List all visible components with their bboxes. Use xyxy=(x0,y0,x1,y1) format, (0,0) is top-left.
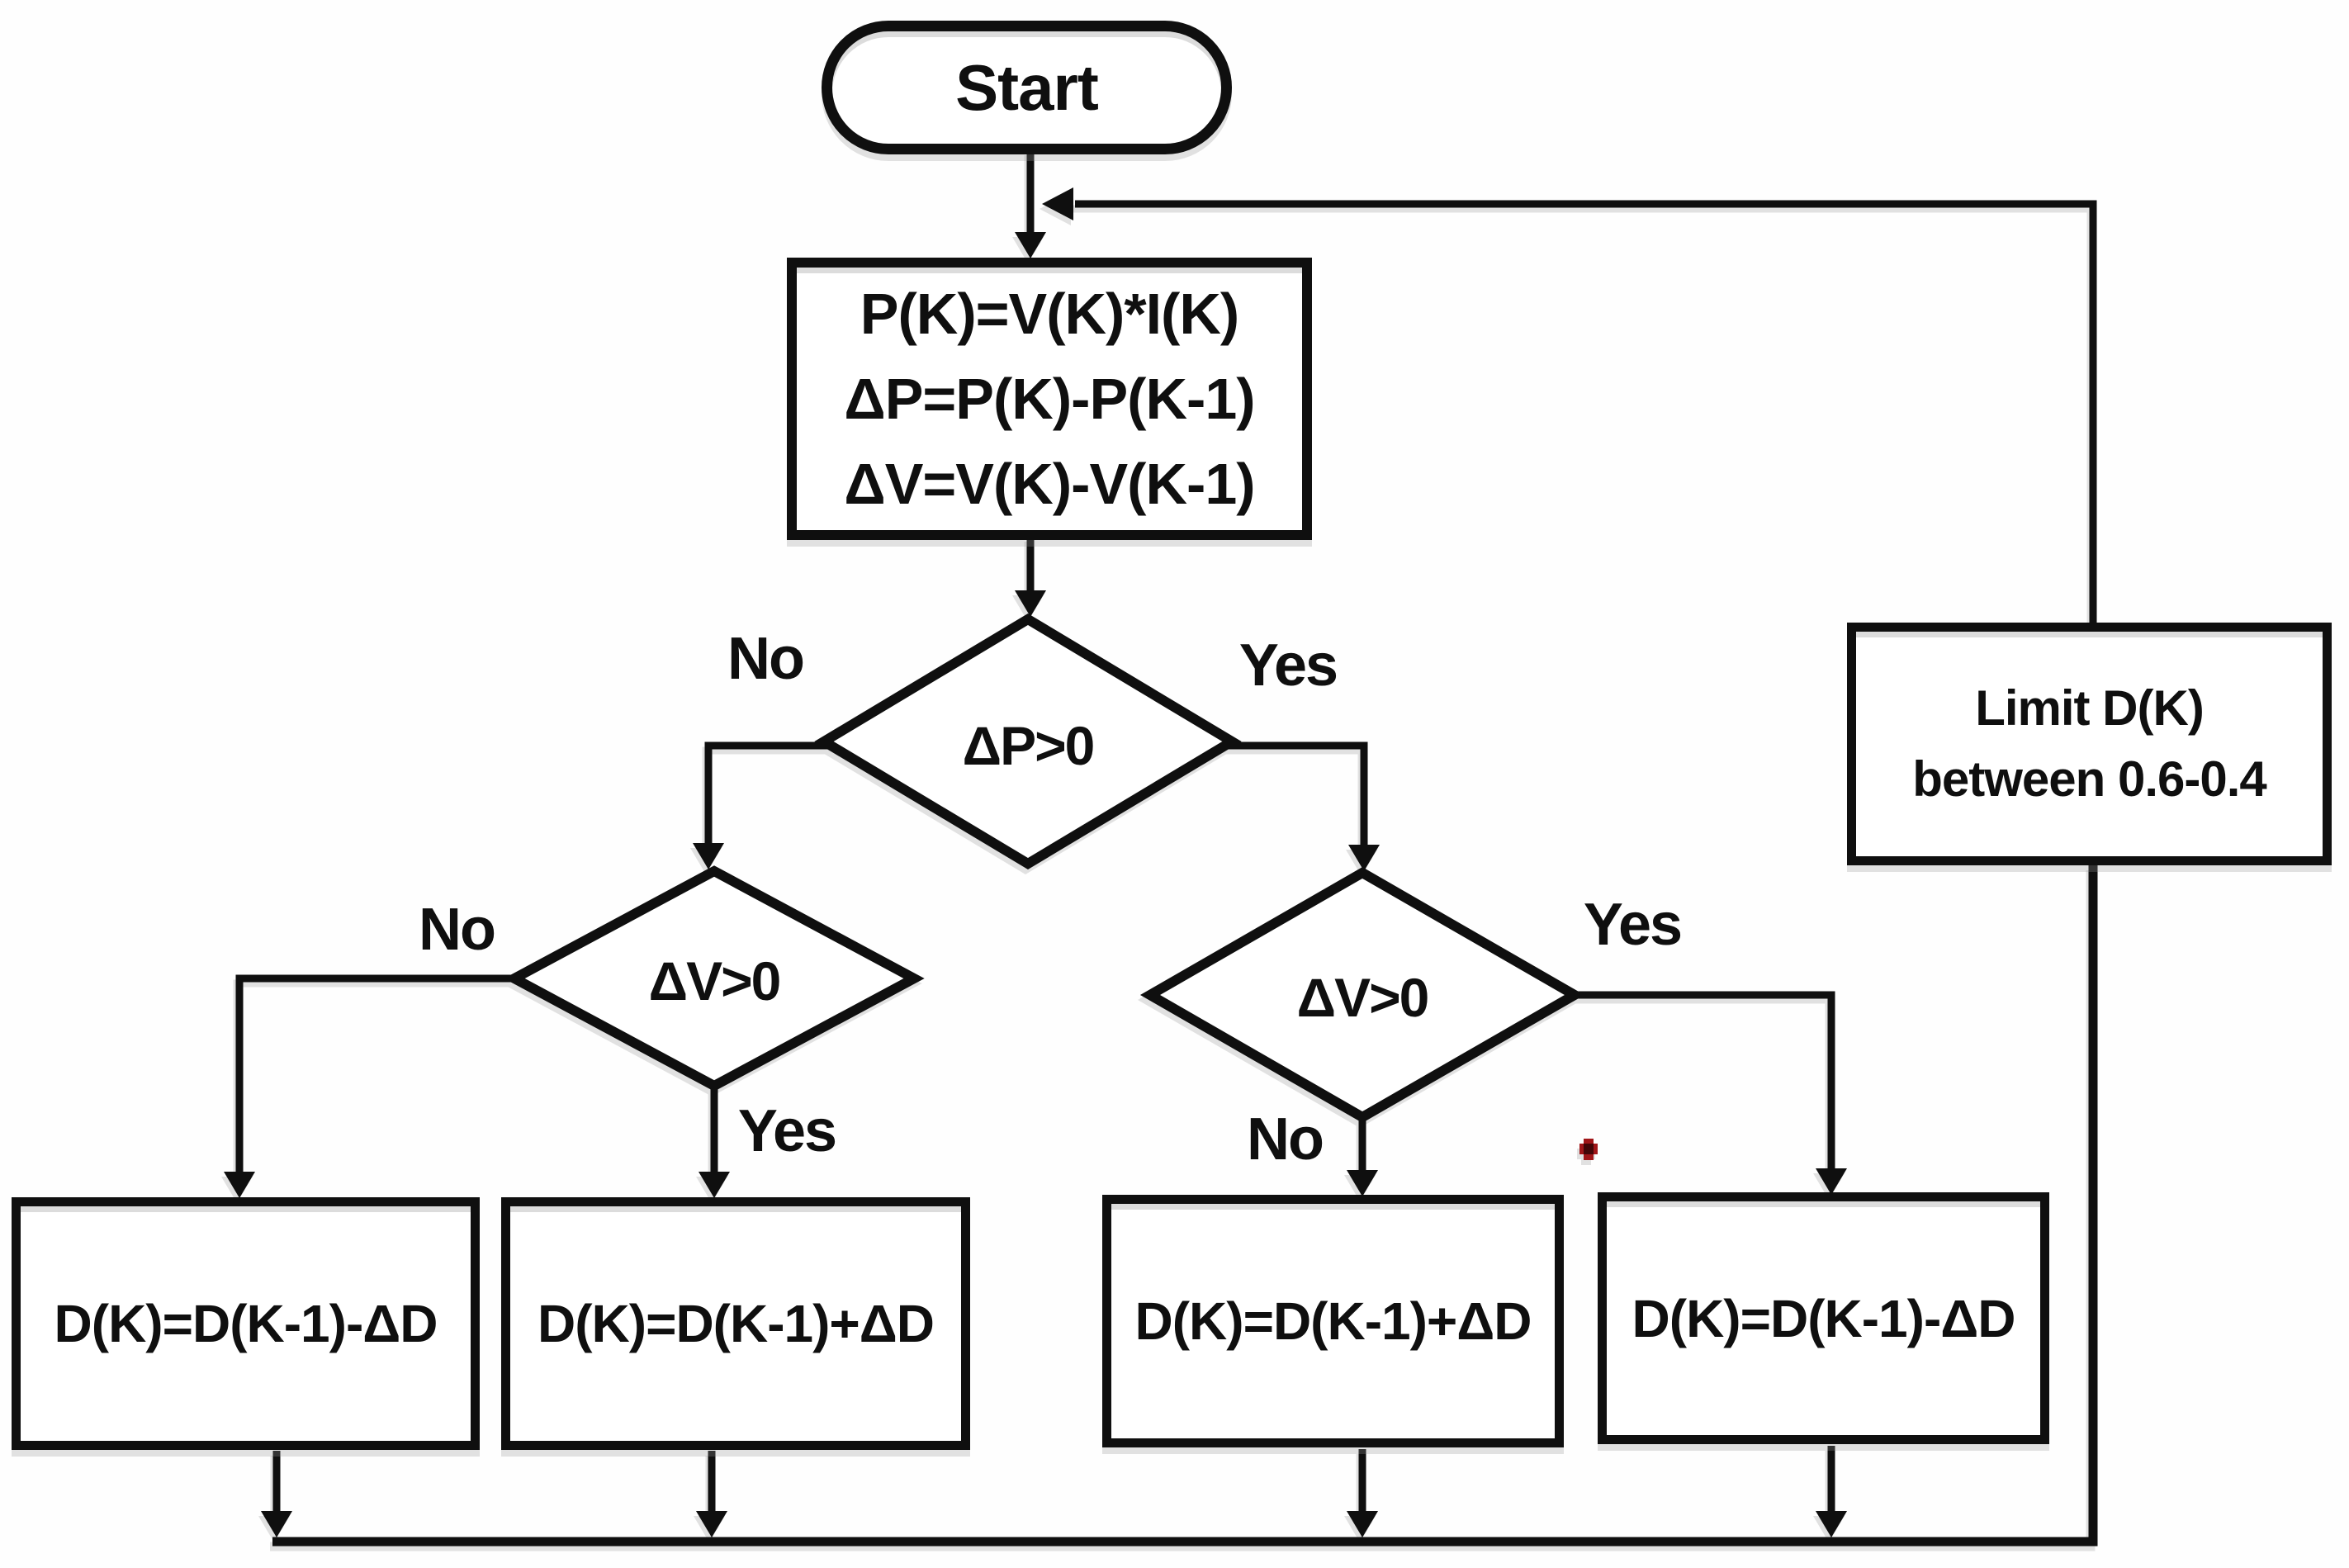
arrowhead-collector-1 xyxy=(261,1511,292,1537)
action-box-increase-duty-left: D(K)=D(K-1)+ΔD xyxy=(501,1197,970,1450)
arrowhead-into-action4 xyxy=(1816,1168,1847,1195)
dp-no-label: No xyxy=(727,626,805,692)
edge-feedback-top xyxy=(1075,200,2097,625)
edge-dv-left-no xyxy=(235,974,519,1177)
action3-label: D(K)=D(K-1)+ΔD xyxy=(1134,1291,1532,1351)
compute-line-1: P(K)=V(K)*I(K) xyxy=(860,281,1239,346)
arrowhead-collector-4 xyxy=(1816,1511,1847,1537)
arrowhead-collector-3 xyxy=(1347,1511,1378,1537)
red-artifact-mark xyxy=(1579,1139,1598,1160)
compute-line-2: ΔP=P(K)-P(K-1) xyxy=(844,366,1255,431)
action2-label: D(K)=D(K-1)+ΔD xyxy=(538,1294,935,1353)
start-label: Start xyxy=(955,50,1099,124)
arrowhead-collector-2 xyxy=(696,1511,727,1537)
dp-yes-label: Yes xyxy=(1238,632,1338,699)
arrowhead-feedback-junction xyxy=(1042,187,1073,220)
decision-dp-label: ΔP>0 xyxy=(962,715,1096,776)
action-box-decrease-duty-left: D(K)=D(K-1)-ΔD xyxy=(12,1197,480,1450)
decision-dp-diamond xyxy=(814,613,1242,869)
action4-label: D(K)=D(K-1)-ΔD xyxy=(1632,1288,2016,1348)
dv-right-no-label: No xyxy=(1247,1106,1324,1172)
compute-process-box: P(K)=V(K)*I(K) ΔP=P(K)-P(K-1) ΔV=V(K)-V(… xyxy=(787,258,1312,540)
arrowhead-into-compute xyxy=(1015,232,1046,258)
action-box-decrease-duty-right: D(K)=D(K-1)-ΔD xyxy=(1598,1192,2049,1444)
dv-left-no-label: No xyxy=(419,897,496,963)
edge-collector-and-right-riser xyxy=(272,865,2098,1547)
limit-line-2: between 0.6-0.4 xyxy=(1912,751,2267,807)
action-box-increase-duty-right: D(K)=D(K-1)+ΔD xyxy=(1102,1195,1564,1447)
arrowhead-into-dv-right xyxy=(1348,845,1380,871)
edge-dp-yes xyxy=(1225,741,1368,859)
dv-right-yes-label: Yes xyxy=(1583,892,1683,958)
arrowhead-into-action3 xyxy=(1347,1170,1378,1196)
edge-dp-no xyxy=(704,741,831,857)
start-terminal: Start xyxy=(822,21,1232,154)
arrowhead-into-action1 xyxy=(224,1172,255,1198)
arrowhead-into-dv-left xyxy=(693,843,724,869)
edge-dv-right-yes xyxy=(1571,991,1835,1173)
decision-dv-right-label: ΔV>0 xyxy=(1296,967,1430,1028)
decision-dv-left-label: ΔV>0 xyxy=(648,950,782,1011)
action1-label: D(K)=D(K-1)-ΔD xyxy=(54,1294,438,1353)
limit-duty-box: Limit D(K) between 0.6-0.4 xyxy=(1847,623,2332,865)
arrowhead-into-dp xyxy=(1015,590,1046,617)
arrowhead-into-action2 xyxy=(699,1172,730,1198)
limit-line-1: Limit D(K) xyxy=(1975,680,2205,736)
dv-left-yes-label: Yes xyxy=(737,1098,837,1164)
compute-line-3: ΔV=V(K)-V(K-1) xyxy=(844,451,1255,516)
